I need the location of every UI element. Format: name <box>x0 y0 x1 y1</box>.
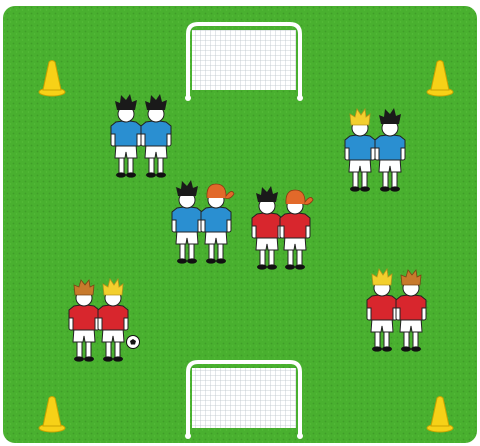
soccer-ball <box>127 336 140 349</box>
bottom-goal <box>185 362 303 439</box>
bottom-goal-net <box>192 368 296 428</box>
top-goal <box>185 24 303 101</box>
top-goal-net <box>192 30 296 90</box>
